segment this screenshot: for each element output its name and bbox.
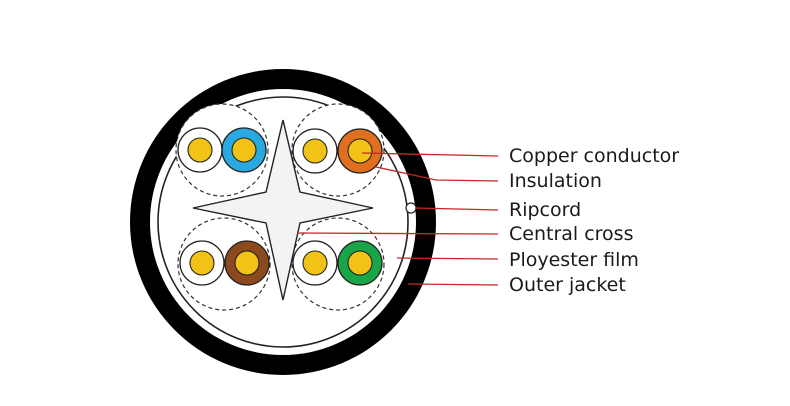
copper-conductor bbox=[187, 137, 213, 163]
central-cross bbox=[192, 119, 374, 301]
leader-copper bbox=[361, 152, 499, 157]
copper-conductor bbox=[347, 250, 373, 276]
pair-bottom-right bbox=[291, 217, 385, 311]
label-central-cross: Central cross bbox=[509, 223, 633, 245]
ripcord bbox=[405, 202, 417, 214]
pair-top-right bbox=[291, 103, 385, 197]
leader-film bbox=[396, 257, 499, 260]
label-copper-conductor: Copper conductor bbox=[509, 145, 679, 167]
leader-ripcord bbox=[415, 207, 499, 211]
pair-bottom-left bbox=[177, 217, 271, 311]
label-ripcord: Ripcord bbox=[509, 199, 581, 221]
copper-conductor bbox=[231, 137, 257, 163]
leader-insulation bbox=[375, 166, 499, 182]
label-outer-jacket: Outer jacket bbox=[509, 274, 626, 296]
label-polyester-film: Ployester film bbox=[509, 249, 639, 271]
copper-conductor bbox=[189, 250, 215, 276]
leader-jacket bbox=[407, 283, 499, 286]
label-insulation: Insulation bbox=[509, 170, 602, 192]
copper-conductor bbox=[302, 138, 328, 164]
leader-lines bbox=[296, 152, 499, 286]
copper-conductor bbox=[234, 250, 260, 276]
copper-conductor bbox=[302, 250, 328, 276]
leader-cross bbox=[296, 232, 499, 235]
copper-conductor bbox=[347, 138, 373, 164]
pair-top-left bbox=[175, 103, 269, 197]
